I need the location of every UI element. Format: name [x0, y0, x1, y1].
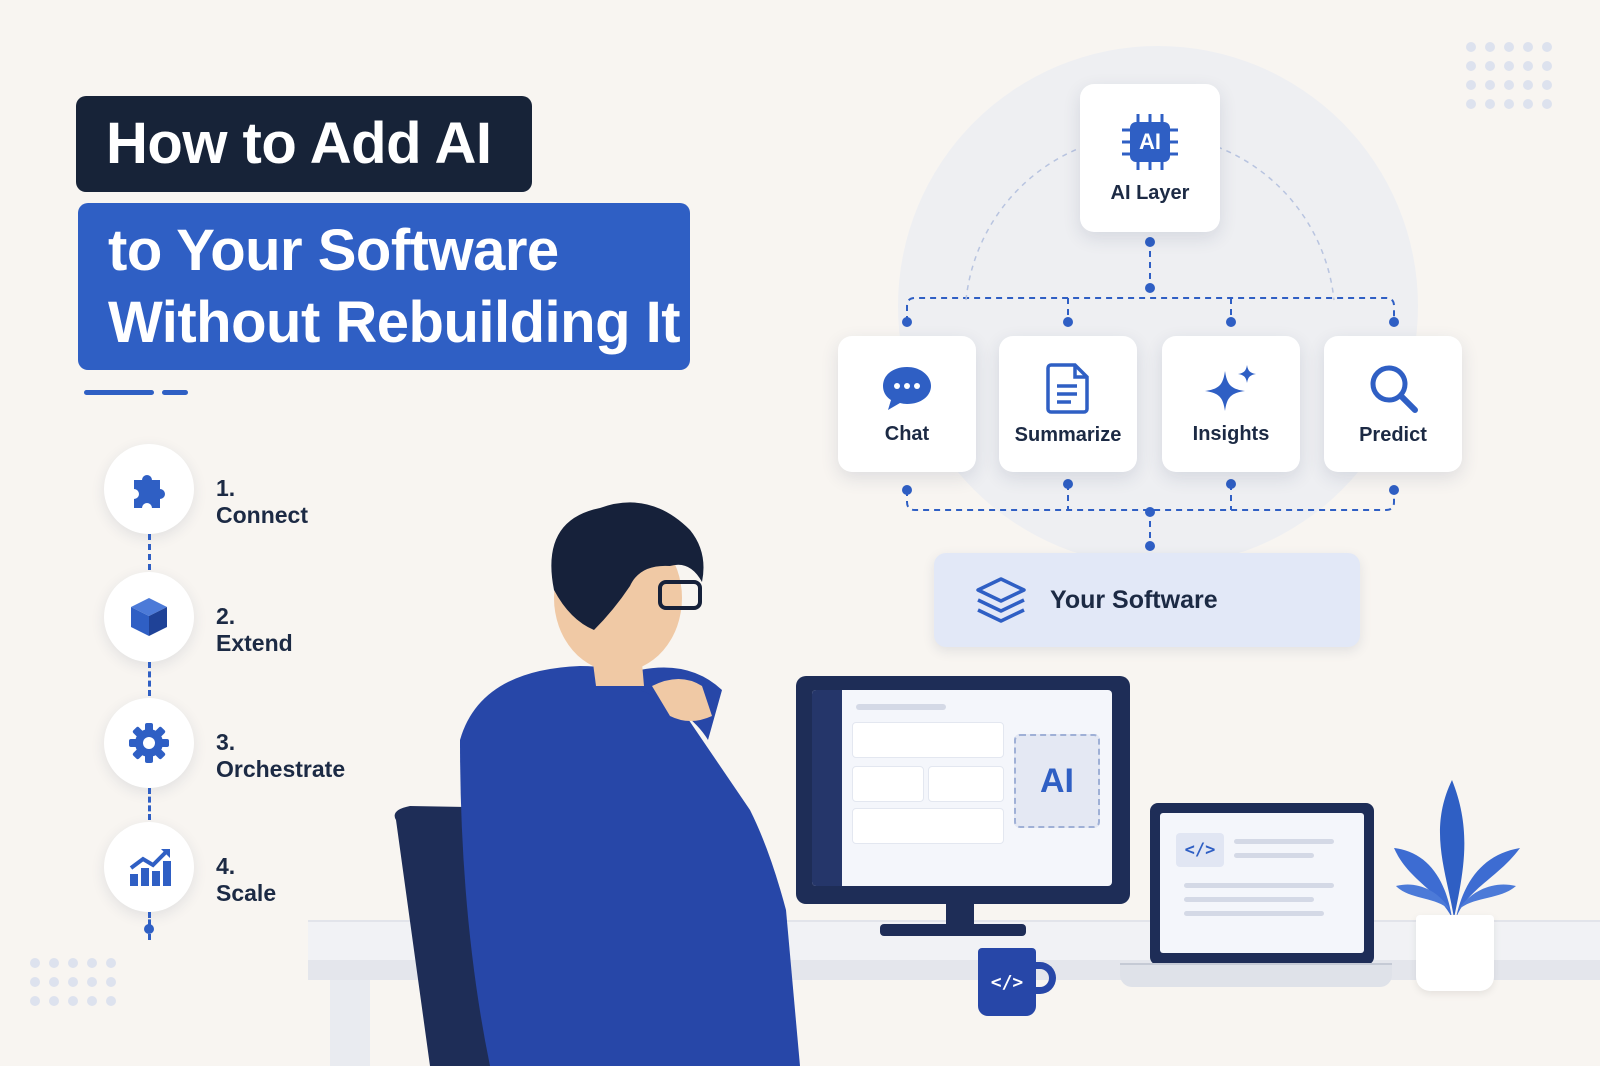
monitor-stand — [946, 902, 974, 928]
ai-chip-icon: AI — [1120, 112, 1180, 172]
step-3-circle — [104, 698, 194, 788]
decorative-dots-bottom-left — [30, 958, 116, 1006]
step-4-label: 4. Scale — [216, 853, 277, 906]
step-4-circle — [104, 822, 194, 912]
coffee-mug: </> — [978, 948, 1036, 1016]
title-line-3: Without Rebuilding It — [108, 290, 681, 355]
step-connector-1 — [148, 534, 151, 570]
step-1-label: 1. Connect — [216, 475, 308, 528]
feature-card-summarize: Summarize — [999, 336, 1137, 472]
feature-label-insights: Insights — [1192, 422, 1270, 445]
feature-card-predict: Predict — [1324, 336, 1462, 472]
person-illustration — [394, 502, 800, 1066]
magnifier-icon — [1370, 365, 1418, 413]
laptop-keyboard-base — [1120, 963, 1392, 987]
step-connector-2 — [148, 662, 151, 696]
plant-pot — [1416, 915, 1494, 991]
feature-card-insights: Insights — [1162, 336, 1300, 472]
laptop-code-badge: </> — [1176, 833, 1224, 867]
sparkle-icon — [1205, 364, 1256, 411]
gear-icon — [129, 723, 169, 763]
laptop-screen: </> — [1160, 813, 1364, 953]
monitor-stand-base — [880, 924, 1026, 936]
title-accent-bar — [84, 390, 154, 395]
document-icon — [1046, 362, 1089, 414]
laptop-code-glyph: </> — [1184, 840, 1216, 860]
step-2-circle — [104, 572, 194, 662]
decorative-dots-top-right — [1466, 42, 1552, 109]
plant-icon — [1394, 780, 1520, 918]
ai-layer-label: AI Layer — [1110, 181, 1190, 204]
feature-label-summarize: Summarize — [1014, 423, 1122, 446]
mug-code-glyph: </> — [990, 971, 1024, 993]
title-line-1: How to Add AI — [76, 96, 532, 192]
layers-icon — [976, 577, 1026, 623]
feature-label-chat: Chat — [884, 422, 930, 445]
step-3-label: 3. Orchestrate — [216, 729, 346, 782]
title-line-2: to Your Software — [108, 218, 559, 283]
title-accent-bar-short — [162, 390, 188, 395]
puzzle-icon — [134, 475, 165, 508]
your-software-box: Your Software — [934, 553, 1360, 647]
cube-icon — [131, 598, 167, 636]
app-sidebar — [812, 690, 842, 886]
chat-bubble-icon — [883, 366, 931, 410]
monitor-screen: AI — [812, 690, 1112, 886]
ai-chip-text: AI — [1139, 128, 1161, 154]
feature-card-chat: Chat — [838, 336, 976, 472]
step-1-circle — [104, 444, 194, 534]
ai-layer-card: AI AI Layer — [1080, 84, 1220, 232]
step-2-label: 2. Extend — [216, 603, 293, 656]
growth-chart-icon — [129, 849, 171, 886]
monitor-ai-text: AI — [1040, 761, 1074, 800]
feature-label-predict: Predict — [1359, 423, 1427, 446]
monitor-ai-panel: AI — [1014, 734, 1100, 828]
your-software-label: Your Software — [1050, 585, 1218, 614]
title-box-2: to Your Software Without Rebuilding It — [78, 203, 690, 370]
step-connector-3 — [148, 788, 151, 820]
mug-handle — [1030, 962, 1056, 994]
step-end-dot — [144, 924, 154, 934]
desk-leg — [330, 980, 370, 1066]
